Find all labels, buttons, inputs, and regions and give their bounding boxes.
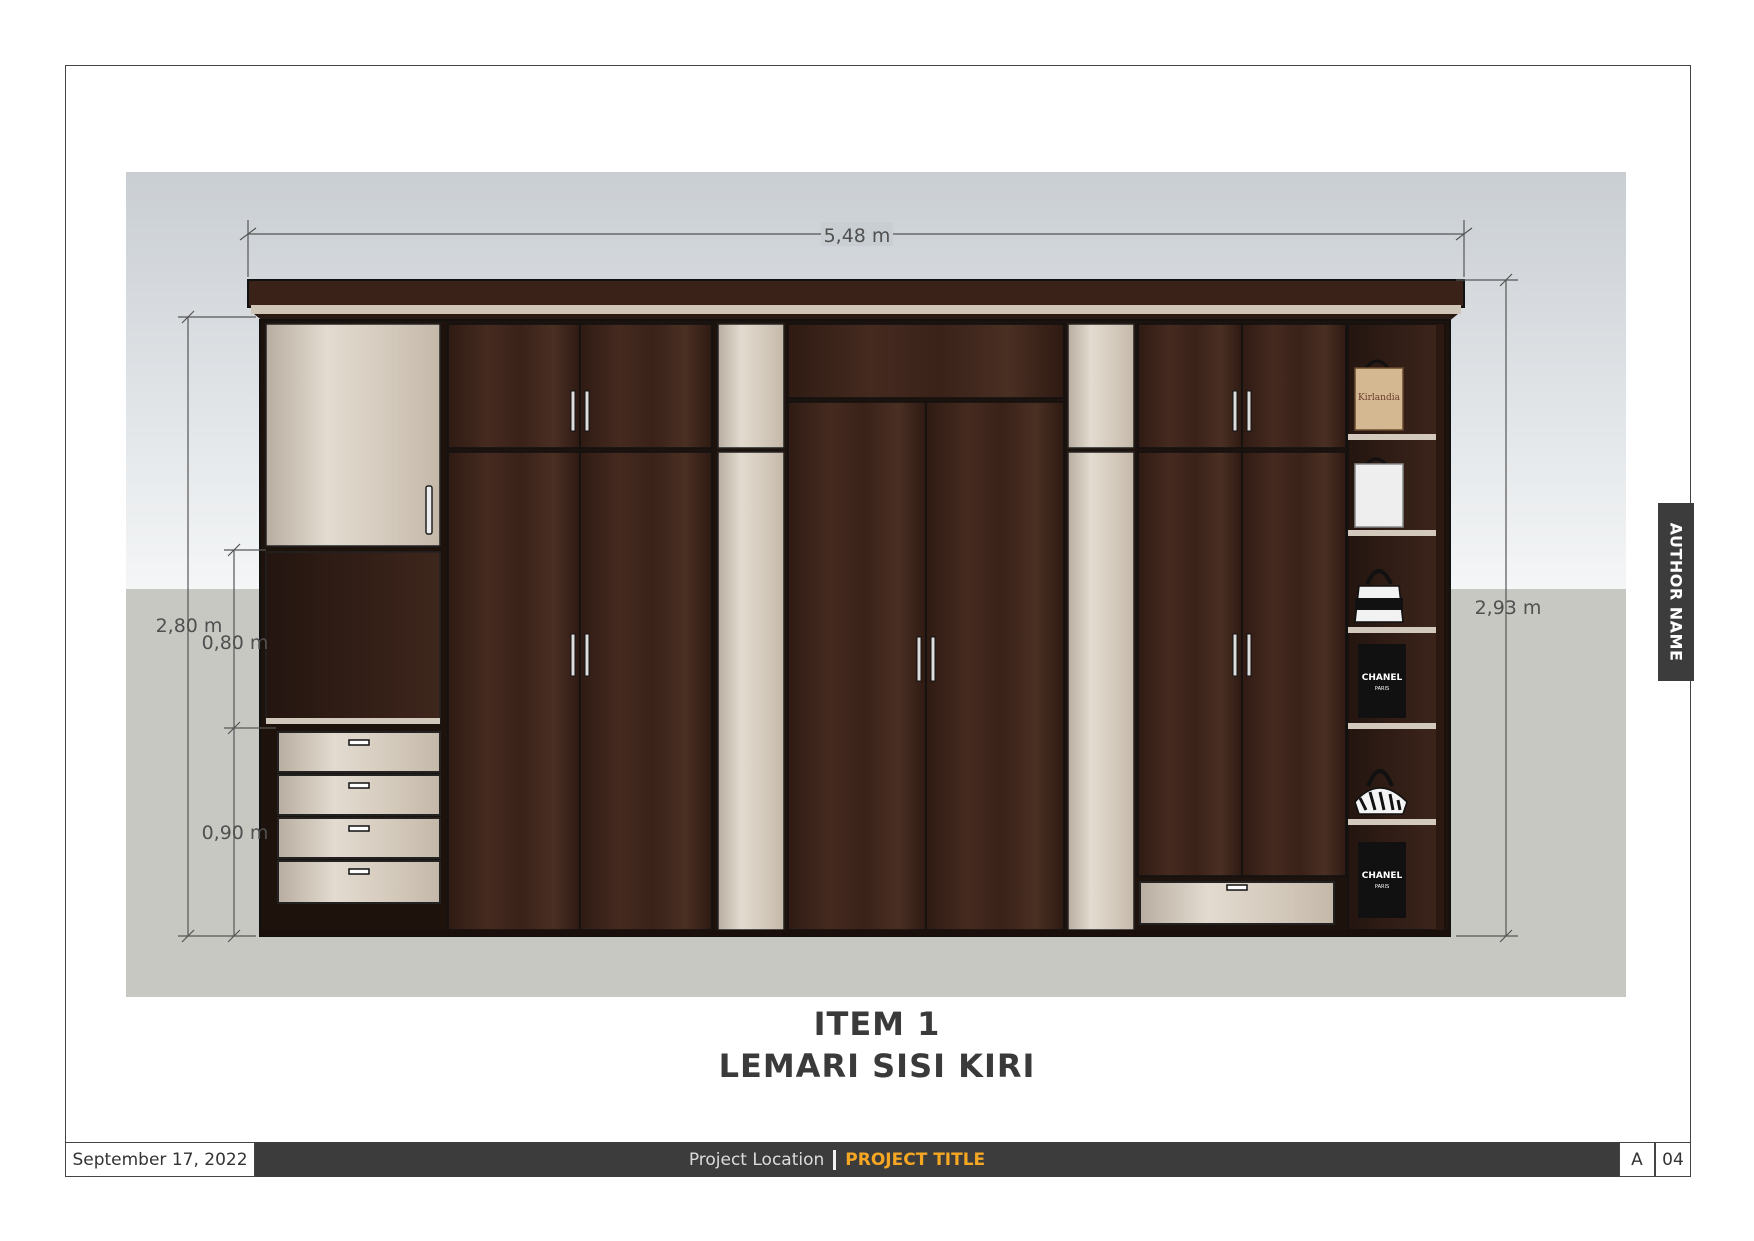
svg-text:CHANEL: CHANEL (1362, 673, 1403, 683)
dimension-total-height-left: 2,80 m (156, 615, 223, 637)
author-name-label: AUTHOR NAME (1666, 522, 1686, 662)
drawer-stack (277, 731, 441, 904)
dimension-lines (178, 220, 1518, 943)
drawing-title: ITEM 1 LEMARI SISI KIRI (0, 1003, 1754, 1087)
light-panel-2-top (1067, 323, 1135, 449)
wardrobe-elevation-render: Kirlandia CHANEL PARIS CHANEL PARIS (126, 172, 1626, 997)
svg-text:PARIS: PARIS (1375, 884, 1389, 890)
sheet-letter: A (1619, 1142, 1655, 1177)
shopping-bag-6: CHANEL PARIS (1358, 842, 1406, 918)
crown-top (247, 279, 1465, 308)
shopping-bag-4: CHANEL PARIS (1358, 644, 1406, 718)
light-panel-2 (1067, 451, 1135, 931)
open-niche (265, 551, 441, 723)
shopping-bag-1: Kirlandia (1354, 359, 1404, 431)
svg-text:PARIS: PARIS (1375, 686, 1389, 692)
crown-light-strip (251, 305, 1461, 314)
dimension-open-niche: 0,80 m (202, 632, 269, 654)
dimension-drawer-unit: 0,90 m (202, 822, 269, 844)
footer-project-bar: Project Location PROJECT TITLE (255, 1142, 1619, 1177)
upper-light-door (265, 323, 441, 547)
light-panel-1-top (717, 323, 785, 449)
dimension-total-width: 5,48 m (824, 225, 891, 247)
niche-shelf (266, 718, 440, 724)
footer-date: September 17, 2022 (65, 1142, 255, 1177)
author-name-tab: AUTHOR NAME (1658, 503, 1694, 681)
project-title: PROJECT TITLE (845, 1149, 986, 1170)
handbag-3 (1354, 569, 1404, 623)
dimension-total-height-right: 2,93 m (1475, 597, 1542, 619)
svg-text:CHANEL: CHANEL (1362, 871, 1403, 881)
sheet-number: 04 (1655, 1142, 1691, 1177)
project-location: Project Location (688, 1149, 825, 1170)
svg-text:Kirlandia: Kirlandia (1358, 393, 1401, 403)
light-panel-1 (717, 451, 785, 931)
wardrobe-center (787, 323, 1065, 931)
upper-light-door-handle (425, 485, 433, 535)
handbag-5 (1354, 769, 1408, 815)
wardrobe-left (447, 323, 713, 931)
title-line-2: LEMARI SISI KIRI (718, 1047, 1036, 1085)
plinth (260, 930, 1450, 936)
wardrobe-right (1137, 323, 1347, 925)
title-block-footer: September 17, 2022 Project Location PROJ… (65, 1142, 1691, 1177)
title-line-1: ITEM 1 (813, 1005, 941, 1043)
shopping-bag-2 (1354, 457, 1404, 528)
footer-separator (833, 1149, 837, 1170)
